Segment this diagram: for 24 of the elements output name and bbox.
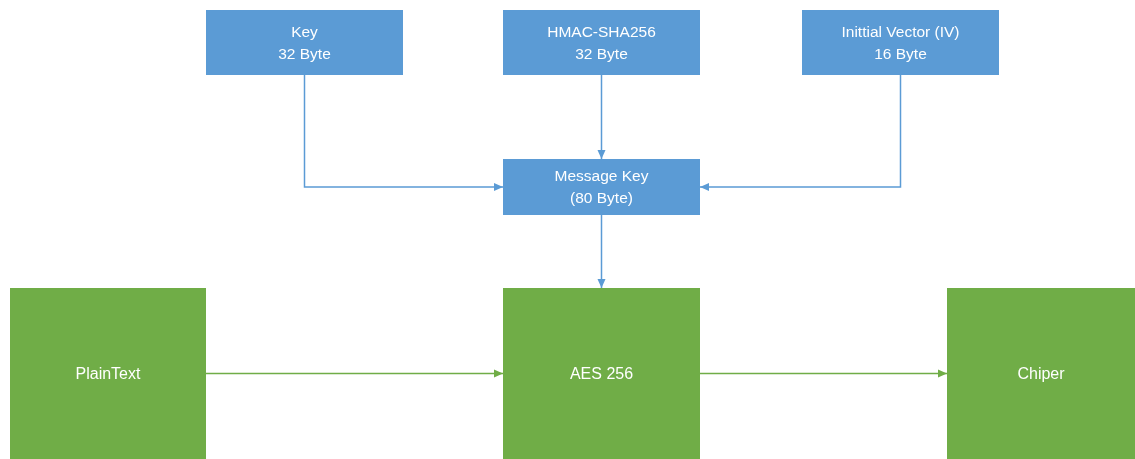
process-box [503, 159, 700, 215]
process-box [947, 288, 1135, 459]
process-box [503, 10, 700, 75]
process-box [206, 10, 403, 75]
box-label: AES 256 [569, 363, 634, 384]
box-label: Key [291, 21, 318, 42]
process-box [10, 288, 206, 459]
box-label: HMAC-SHA256 [547, 21, 656, 42]
box-label: 16 Byte [874, 43, 927, 64]
box-label: Message Key [554, 166, 649, 186]
arrow [597, 214, 606, 289]
arrow [205, 369, 504, 378]
arrow [699, 369, 948, 378]
arrow [699, 74, 902, 191]
box-label: 32 Byte [575, 43, 628, 64]
box-label: (80 Byte) [570, 188, 633, 208]
process-box [802, 10, 999, 75]
box-label: Chiper [1017, 363, 1065, 384]
process-box [503, 288, 700, 459]
arrow [597, 74, 606, 160]
box-label: Inittial Vector (IV) [841, 21, 960, 42]
arrow [303, 74, 504, 191]
box-label: 32 Byte [278, 43, 331, 64]
box-label: PlainText [75, 363, 141, 384]
